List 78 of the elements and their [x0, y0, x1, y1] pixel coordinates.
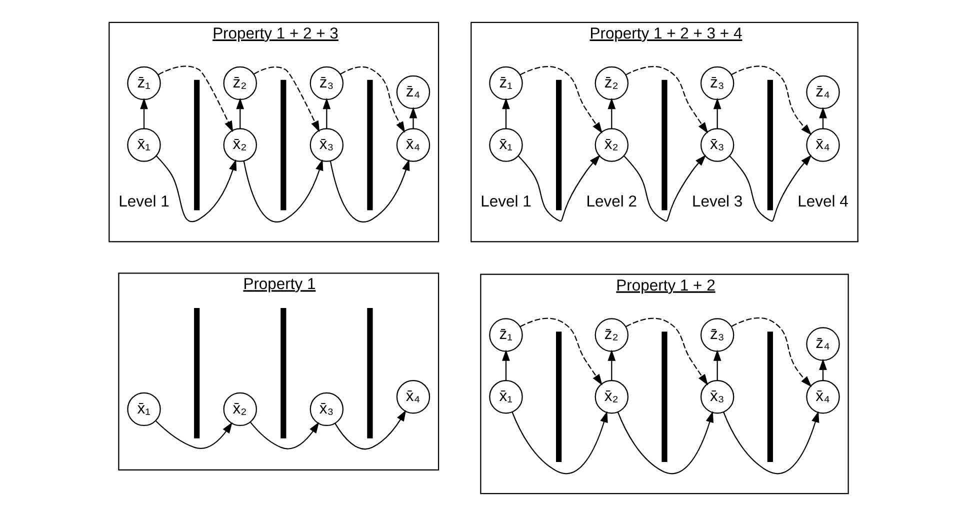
node-circle: x̄₁ [127, 128, 161, 162]
label: Level 4 [798, 193, 848, 210]
arrow [334, 409, 406, 450]
node-circle: x̄₄ [806, 379, 840, 414]
arrow [626, 65, 708, 134]
arrow [713, 349, 722, 380]
node-circle: x̄₄ [396, 379, 430, 414]
arrow [518, 154, 600, 221]
node-bar [367, 308, 373, 438]
node-circle: z̄₃ [700, 66, 734, 100]
node-circle: z̄₃ [700, 318, 734, 352]
node-bar [367, 79, 373, 210]
node-circle: x̄₃ [700, 379, 734, 414]
arrow [158, 65, 234, 132]
arrow [243, 158, 324, 222]
arrow [155, 420, 232, 448]
node-circle: z̄₂ [223, 66, 257, 100]
arrow [520, 65, 602, 134]
node-circle: x̄₂ [594, 128, 629, 162]
node-circle: x̄₄ [396, 128, 430, 162]
node-bar [767, 331, 773, 462]
arrow [250, 421, 320, 449]
node-bar [194, 308, 200, 438]
arrow [409, 106, 418, 128]
node-circle: x̄₂ [223, 392, 257, 426]
arrow [626, 317, 708, 385]
node-bar [280, 308, 286, 438]
node-circle: x̄₁ [489, 379, 523, 414]
arrow [723, 410, 820, 474]
node-circle: z̄₃ [310, 66, 344, 100]
node-circle: x̄₁ [127, 392, 161, 426]
arrow [254, 66, 320, 132]
node-circle: x̄₂ [223, 128, 257, 162]
arrow [322, 97, 331, 128]
node-circle: z̄₂ [594, 318, 629, 352]
arrow [608, 349, 616, 380]
arrow [236, 97, 244, 128]
node-circle: z̄₄ [396, 74, 430, 109]
label: Level 1 [118, 193, 170, 210]
node-bar [556, 331, 562, 462]
arrow [140, 97, 148, 128]
node-circle: x̄₃ [310, 128, 344, 162]
node-circle: x̄₄ [806, 128, 840, 162]
arrow [520, 317, 602, 385]
arrow [713, 97, 722, 128]
node-circle: x̄₃ [310, 392, 344, 426]
label: Level 1 [480, 193, 532, 210]
arrow [512, 410, 608, 474]
node-circle: x̄₂ [594, 379, 629, 414]
node-circle: x̄₁ [489, 128, 523, 162]
node-bar [194, 79, 200, 210]
arrow [330, 158, 410, 222]
node-circle: z̄₂ [594, 66, 629, 100]
node-circle: x̄₃ [700, 128, 734, 162]
node-circle: z̄₄ [806, 326, 840, 360]
node-bar [662, 79, 668, 210]
arrow [624, 154, 706, 221]
arrow [819, 106, 827, 128]
arrow [608, 97, 616, 128]
arrow [340, 66, 406, 132]
arrow [156, 155, 237, 222]
arrow [819, 358, 827, 380]
node-circle: z̄₁ [127, 66, 161, 100]
arrow [731, 65, 812, 135]
arrow [502, 349, 510, 380]
arrow [502, 97, 510, 128]
node-circle: z̄₄ [806, 74, 840, 109]
node-bar [556, 79, 562, 210]
node-bar [662, 331, 668, 462]
arrow [729, 154, 812, 221]
arrow [731, 316, 812, 387]
node-circle: z̄₁ [489, 318, 523, 352]
node-bar [280, 79, 286, 210]
node-bar [767, 79, 773, 210]
label: Level 2 [586, 193, 637, 210]
arrow [617, 410, 714, 474]
node-circle: z̄₁ [489, 66, 523, 100]
label: Level 3 [692, 193, 743, 210]
